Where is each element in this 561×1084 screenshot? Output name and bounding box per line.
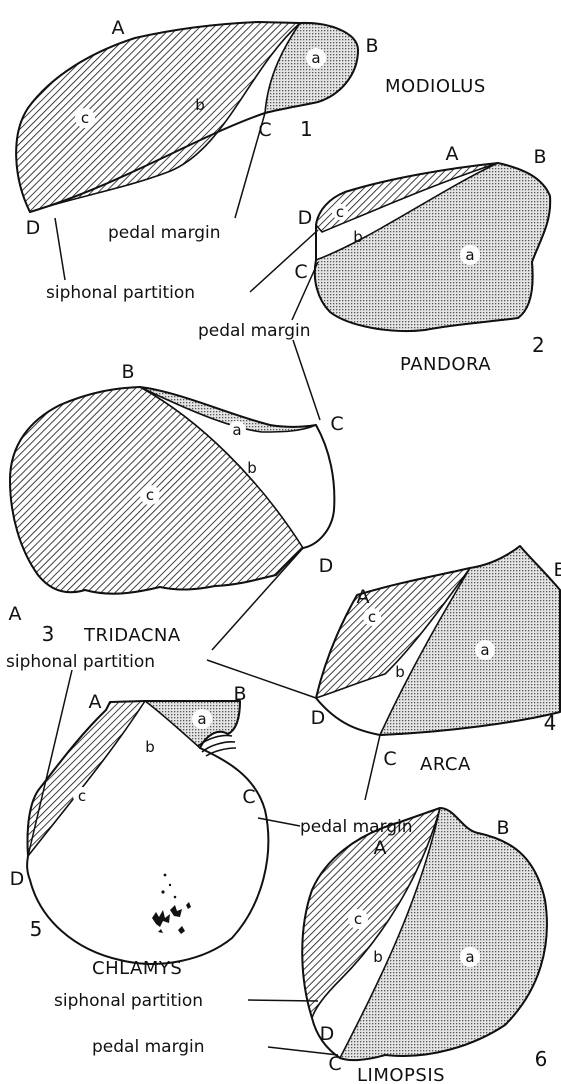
leader-pedal-margin-4a xyxy=(365,735,380,800)
shell-3-point-b: B xyxy=(121,361,134,383)
shell-3-tridacna: a b c B C A D 3 TRIDACNA xyxy=(9,361,344,646)
shell-6-point-b: B xyxy=(496,817,509,839)
shell-1-region-a-label: a xyxy=(311,49,320,67)
leader-siphonal-partition-1b xyxy=(250,230,318,292)
annotation-pedal-margin-1: pedal margin xyxy=(108,223,221,243)
shell-2-region-a xyxy=(315,163,550,331)
shell-4-region-c-label: c xyxy=(368,608,376,626)
shell-2-pandora: c b a A B D C PANDORA 2 xyxy=(294,143,550,375)
shell-2-region-b-label: b xyxy=(353,228,363,246)
shell-4-region-b-label: b xyxy=(395,663,405,681)
shell-5-region-a xyxy=(145,701,240,748)
shell-1-point-b: B xyxy=(365,35,378,57)
shell-5-region-c xyxy=(28,701,146,856)
shell-4-point-d: D xyxy=(311,707,326,729)
shell-1-point-a: A xyxy=(112,17,125,39)
shell-5-chlamys: c b a A B C D 5 CHLAMYS xyxy=(10,683,269,979)
shell-3-point-c: C xyxy=(330,413,343,435)
leader-siphonal-partition-6 xyxy=(248,1000,318,1001)
shell-3-point-d: D xyxy=(319,555,334,577)
shell-6-point-a: A xyxy=(374,837,387,859)
annotation-siphonal-partition-3: siphonal partition xyxy=(6,652,155,672)
annotation-siphonal-partition-6: siphonal partition xyxy=(54,991,203,1011)
shell-5-point-a: A xyxy=(89,691,102,713)
shell-4-point-b: B xyxy=(553,559,561,581)
shell-4-arca: c b a A B D C ARCA 4 xyxy=(311,546,561,775)
shell-3-region-a-label: a xyxy=(232,421,241,439)
shell-1-modiolus: c b a A B C D MODIOLUS 1 xyxy=(16,17,486,239)
shell-1-region-c-label: c xyxy=(81,109,89,127)
shell-5-point-c: C xyxy=(242,786,255,808)
annotation-pedal-margin-6: pedal margin xyxy=(92,1037,205,1057)
shell-1-name: MODIOLUS xyxy=(385,76,486,97)
shell-3-region-b-label: b xyxy=(247,459,257,477)
shell-6-region-a-label: a xyxy=(465,948,474,966)
shell-5-point-b: B xyxy=(233,683,246,705)
shell-5-region-c-label: c xyxy=(78,787,86,805)
shell-2-name: PANDORA xyxy=(400,354,491,375)
shell-4-name: ARCA xyxy=(420,754,471,775)
shell-3-name: TRIDACNA xyxy=(83,625,181,646)
shell-5-scar-marks xyxy=(152,874,191,934)
leader-siphonal-partition-3b xyxy=(207,660,316,698)
shell-2-number: 2 xyxy=(532,333,545,357)
shell-2-point-a: A xyxy=(446,143,459,165)
shell-2-point-b: B xyxy=(533,146,546,168)
shell-2-region-a-label: a xyxy=(465,246,474,264)
shell-4-point-c: C xyxy=(383,748,396,770)
shell-1-point-d: D xyxy=(26,217,41,239)
annotation-pedal-margin-4: pedal margin xyxy=(300,817,413,837)
shell-3-number: 3 xyxy=(42,622,55,646)
shell-3-region-c-label: c xyxy=(146,486,154,504)
leader-pedal-margin-4b xyxy=(258,818,300,826)
shell-6-number: 6 xyxy=(535,1047,548,1071)
shell-5-point-d: D xyxy=(10,868,25,890)
shell-5-region-b-label: b xyxy=(145,738,155,756)
shell-4-region-a-label: a xyxy=(480,641,489,659)
shell-5-name: CHLAMYS xyxy=(92,958,182,979)
shell-1-region-b-label: b xyxy=(195,96,205,114)
shell-4-point-a: A xyxy=(357,586,370,608)
shell-6-point-d: D xyxy=(320,1023,335,1045)
shell-2-region-c-label: c xyxy=(336,203,344,221)
leader-pedal-margin-1 xyxy=(235,113,265,218)
shell-5-region-a-label: a xyxy=(197,710,206,728)
leader-siphonal-partition-1a xyxy=(55,218,65,280)
shell-1-region-c xyxy=(16,22,300,212)
shell-4-number: 4 xyxy=(544,711,557,735)
shell-6-point-c: C xyxy=(328,1053,341,1075)
shell-3-point-a: A xyxy=(9,603,22,625)
shell-5-number: 5 xyxy=(30,917,43,941)
annotation-siphonal-partition-1: siphonal partition xyxy=(46,283,195,303)
shell-2-point-c: C xyxy=(294,261,307,283)
shell-6-name: LIMOPSIS xyxy=(357,1065,445,1084)
shell-6-region-b-label: b xyxy=(373,948,383,966)
shell-2-point-d: D xyxy=(298,207,313,229)
shell-6-region-c-label: c xyxy=(354,910,362,928)
leader-pedal-margin-2b xyxy=(293,340,320,420)
shell-6-limopsis: c b a A B D C 6 LIMOPSIS xyxy=(302,808,547,1084)
annotation-pedal-margin-2: pedal margin xyxy=(198,321,311,341)
shell-1-number: 1 xyxy=(300,117,313,141)
